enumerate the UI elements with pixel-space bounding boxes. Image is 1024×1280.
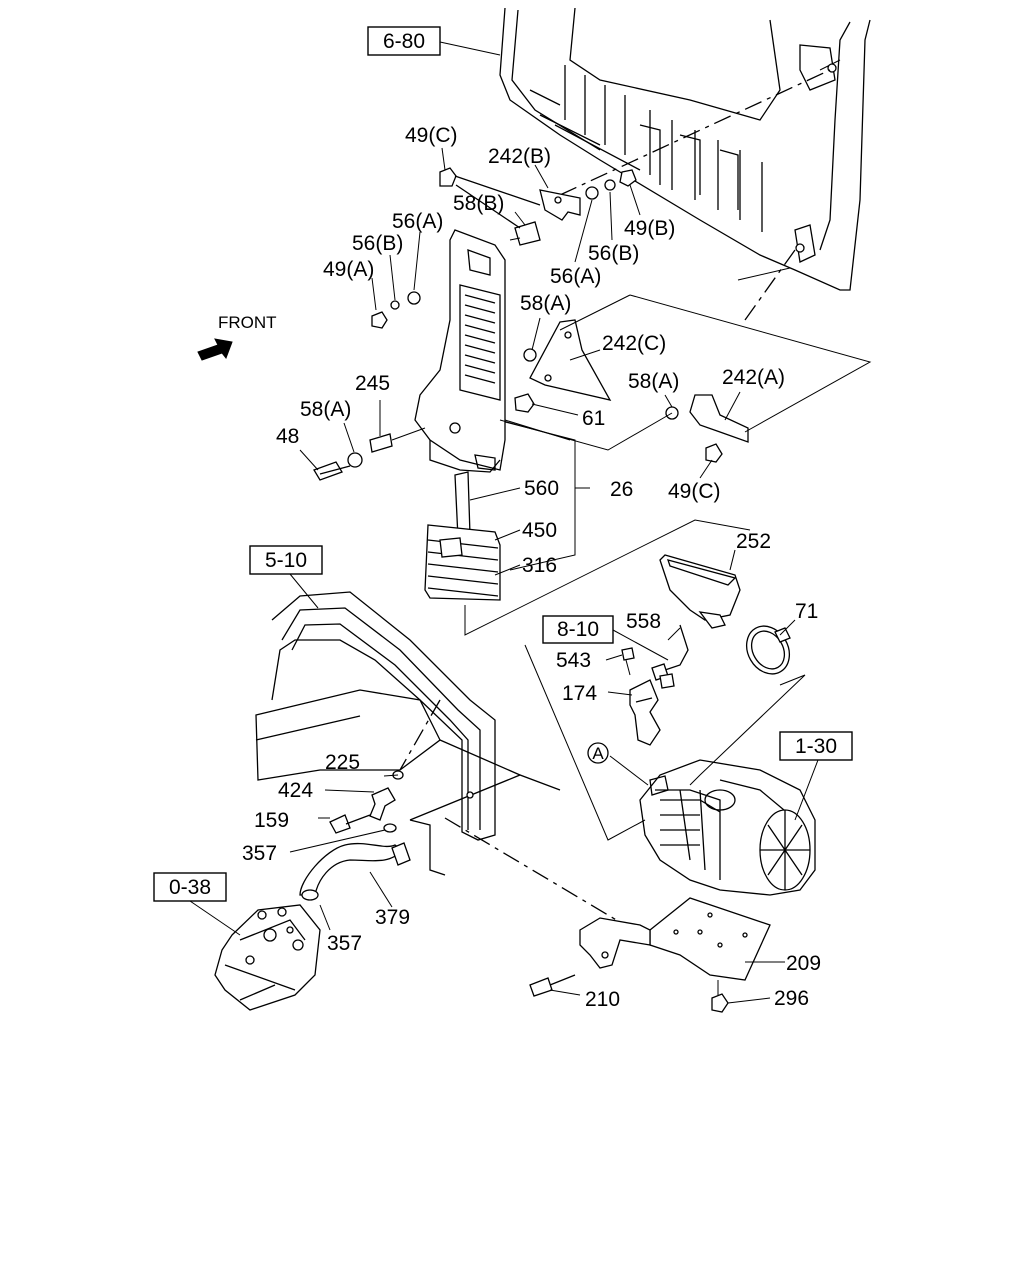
ref-5-10-text: 5-10: [265, 549, 307, 572]
label-61: 61: [582, 407, 605, 430]
leader-dashed-3: [399, 699, 441, 771]
sensor-174: [621, 647, 661, 746]
ref-6-80-text: 6-80: [383, 30, 425, 53]
guide-lines-2: [737, 267, 791, 281]
label-242b: 242(B): [488, 145, 551, 168]
leader-dashed-2: [744, 249, 796, 321]
label-379: 379: [375, 906, 410, 929]
front-direction: FRONT: [197, 313, 277, 361]
leader-dashed-1: [559, 69, 831, 196]
label-48: 48: [276, 425, 299, 448]
label-58a-right: 58(A): [628, 370, 679, 393]
label-174: 174: [562, 682, 597, 705]
shift-boot: [424, 524, 521, 601]
nut-296: [711, 980, 771, 1013]
bolt-210: [529, 974, 581, 997]
label-543: 543: [556, 649, 591, 672]
label-252: 252: [736, 530, 771, 553]
label-49b: 49(B): [624, 217, 675, 240]
label-560: 560: [524, 477, 559, 500]
label-58a-left: 58(A): [300, 398, 351, 421]
label-56b-right: 56(B): [588, 242, 639, 265]
circle-marker-a: A: [587, 742, 649, 786]
air-cleaner: [639, 759, 816, 896]
ref-box-1-30: 1-30: [779, 731, 853, 821]
hardware-top: [371, 167, 637, 329]
leader-dashed-4: [444, 817, 651, 941]
ref-1-30-text: 1-30: [795, 735, 837, 758]
bracket-209: [579, 897, 771, 981]
label-56a-left: 56(A): [392, 210, 443, 233]
hardware-left: [313, 427, 426, 481]
label-242a: 242(A): [722, 366, 785, 389]
label-242c: 242(C): [602, 332, 666, 355]
guide-lines-4: [689, 674, 806, 786]
connector-558: [651, 624, 689, 689]
ref-8-10-text: 8-10: [557, 618, 599, 641]
label-296: 296: [774, 987, 809, 1010]
label-49c-top: 49(C): [405, 124, 458, 147]
label-49a: 49(A): [323, 258, 374, 281]
bracket-242c: [514, 319, 612, 413]
front-label: FRONT: [218, 313, 277, 332]
guide-lines-3: [464, 519, 751, 636]
label-424: 424: [278, 779, 313, 802]
ref-box-8-10: 8-10: [542, 615, 669, 661]
label-357-left: 357: [242, 842, 277, 865]
front-arrow-icon: [197, 338, 233, 361]
label-209: 209: [786, 952, 821, 975]
label-558: 558: [626, 610, 661, 633]
label-245: 245: [355, 372, 390, 395]
label-58a-mid: 58(A): [520, 292, 571, 315]
label-316: 316: [522, 554, 557, 577]
intake-duct-252: [659, 554, 741, 629]
label-26: 26: [610, 478, 633, 501]
guide-lines-5: [524, 644, 646, 841]
label-56a-right: 56(A): [550, 265, 601, 288]
shift-lever: [454, 471, 521, 539]
label-58b: 58(B): [453, 192, 504, 215]
label-56b-left: 56(B): [352, 232, 403, 255]
cab-rear-panel: [499, 7, 871, 291]
ref-box-6-80: 6-80: [367, 26, 501, 56]
ref-box-5-10: 5-10: [249, 545, 323, 609]
label-49c-bottom: 49(C): [668, 480, 721, 503]
compressor: [214, 904, 321, 1011]
label-159: 159: [254, 809, 289, 832]
clamp-71: [745, 625, 791, 675]
label-357-bottom: 357: [327, 932, 362, 955]
label-450: 450: [522, 519, 557, 542]
label-210: 210: [585, 988, 620, 1011]
label-leaders: [299, 147, 796, 696]
guide-lines-1: [499, 294, 872, 451]
ref-0-38-text: 0-38: [169, 876, 211, 899]
shift-lever-housing: [414, 229, 571, 473]
frame-assembly: [255, 591, 561, 876]
bracket-242a: [665, 394, 749, 463]
label-225: 225: [325, 751, 360, 774]
circle-marker-text: A: [592, 744, 604, 763]
hose-fittings: [289, 770, 411, 931]
ref-box-0-38: 0-38: [153, 872, 241, 936]
part-labels: 49(C) 242(B) 58(B) 56(A) 56(B) 49(A) 49(…: [242, 124, 821, 1011]
label-71: 71: [795, 600, 818, 623]
